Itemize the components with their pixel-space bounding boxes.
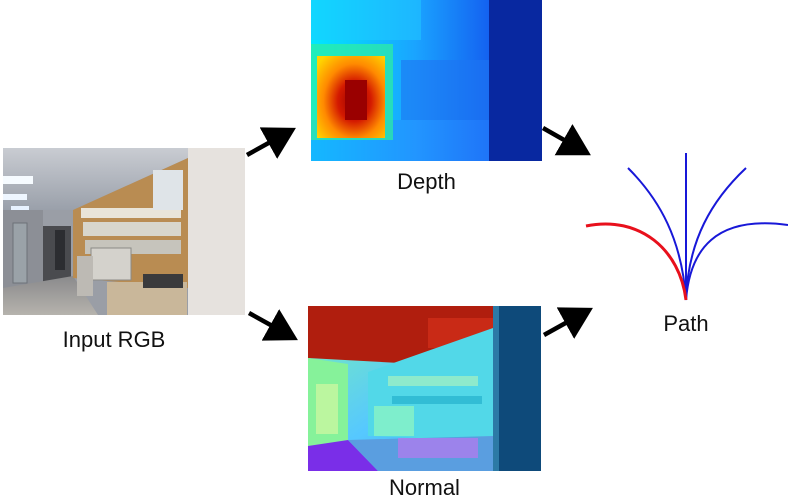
- arrow-depth-to-path: [541, 124, 591, 156]
- depth-label: Depth: [397, 169, 456, 194]
- arrow-normal-to-path: [542, 307, 593, 339]
- normal-label: Normal: [389, 475, 460, 500]
- input-rgb-label: Input RGB: [62, 327, 166, 352]
- arrow-rgb-to-normal: [247, 309, 298, 341]
- path-right-gentle: [685, 167, 747, 301]
- input-rgb-image: [3, 148, 245, 315]
- path-right-sharp: [685, 222, 788, 301]
- path-left-gentle: [627, 167, 687, 301]
- normal-map-image: [308, 306, 541, 471]
- arrow-rgb-to-depth: [245, 127, 296, 159]
- depth-map-image: [311, 0, 542, 161]
- path-label: Path: [663, 311, 709, 336]
- path-selected: [585, 222, 688, 301]
- candidate-paths: [627, 153, 788, 301]
